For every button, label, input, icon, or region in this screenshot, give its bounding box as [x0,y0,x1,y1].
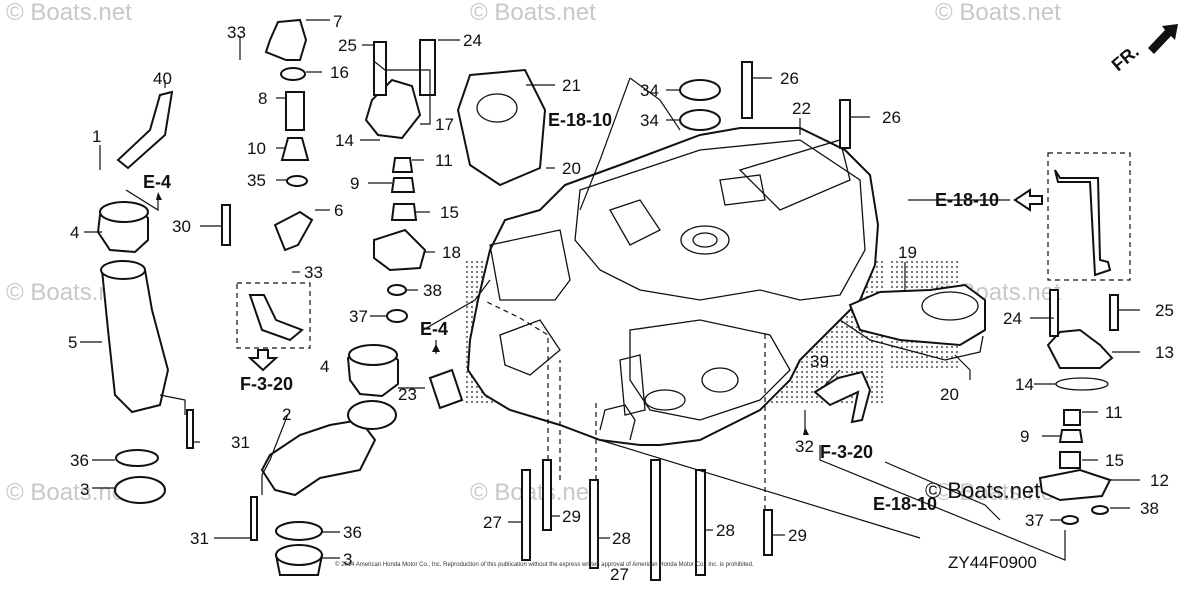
part-number: 31 [190,529,209,548]
part-number: 18 [442,243,461,262]
leader-lines [80,19,1140,561]
watermark: © Boats.net [935,0,1061,26]
part-number: 27 [610,565,629,584]
part-number: 14 [1015,375,1034,394]
part-number: 34 [640,81,659,100]
arrow-up-icon [803,427,809,435]
part-number: 24 [1003,309,1022,328]
part-labels: 1 2 3 3 4 4 5 6 7 8 9 9 10 11 11 12 13 1… [68,12,1174,584]
top-covers [456,61,851,187]
part-number: 13 [1155,343,1174,362]
forward-arrow-icon [1148,24,1178,54]
watermark: © Boats.net [470,479,596,506]
arrow-left-icon [1013,188,1043,212]
part-number: 10 [247,139,266,158]
part-number: 4 [70,223,79,242]
fine-print: © 2014 American Honda Motor Co., Inc. Re… [335,561,754,568]
part-number: 7 [333,12,342,31]
part-number: 29 [788,526,807,545]
part-number: 32 [795,437,814,456]
part-number: 39 [810,352,829,371]
part-number: 36 [70,451,89,470]
part-number: 9 [350,174,359,193]
part-number: 15 [1105,451,1124,470]
arrow-up-icon [156,192,162,200]
part-number: 37 [349,307,368,326]
part-number: 40 [153,69,172,88]
part-number: 34 [640,111,659,130]
part-number: 17 [435,115,454,134]
part-number: 2 [282,405,291,424]
part-number: 11 [435,151,453,170]
bolts [186,204,773,581]
part-number: 6 [334,201,343,220]
part-number: 3 [80,480,89,499]
watermark: © Boats.net [6,479,132,506]
part-number: 24 [463,31,482,50]
part-number: 31 [231,433,250,452]
part-number: 29 [562,507,581,526]
oil-case [466,127,880,446]
part-number: 27 [483,513,502,532]
part-number: 8 [258,89,267,108]
part-number: 30 [172,217,191,236]
part-number: 4 [320,357,329,376]
part-number: 28 [716,521,735,540]
part-number: 22 [792,99,811,118]
part-number: 9 [1020,427,1029,446]
arrow-down-icon [247,349,279,372]
reference-e18-10: E-18-10 [873,494,937,514]
reference-e18-10: E-18-10 [548,110,612,130]
reference-e18-10: E-18-10 [935,190,999,210]
part-number: 26 [882,108,901,127]
copyright-text: © Boats.net [925,478,1040,503]
part-number: 28 [612,529,631,548]
part-number: 25 [1155,301,1174,320]
part-number: 14 [335,131,354,150]
part-number: 33 [227,23,246,42]
part-number: 25 [338,36,357,55]
part-number: 16 [330,63,349,82]
part-number: 20 [562,159,581,178]
part-number: 3 [343,550,352,569]
dashed-guides [236,152,1131,510]
part-number: 35 [247,171,266,190]
part-number: 20 [940,385,959,404]
part-number: 21 [562,76,581,95]
reference-e4: E-4 [420,319,448,339]
center-valve-parts [364,39,436,323]
reference-labels: E-4 E-4 F-3-20 F-3-20 E-18-10 E-18-10 E-… [143,110,999,514]
part-number: 5 [68,333,77,352]
part-number: 19 [898,243,917,262]
part-number: 36 [343,523,362,542]
reference-f3-20: F-3-20 [820,442,873,462]
watermark: © Boats.net [6,0,132,26]
part-number: 26 [780,69,799,88]
left-hoses [96,18,464,576]
reference-e4: E-4 [143,172,171,192]
orientation-label: FR. [1108,41,1143,75]
part-number: 1 [92,127,101,146]
part-number: 38 [1140,499,1159,518]
part-number: 15 [440,203,459,222]
arrow-up-icon [432,344,440,352]
part-number: 23 [398,385,417,404]
part-number: 37 [1025,511,1044,530]
arrows [156,24,1178,435]
reference-f3-20: F-3-20 [240,374,293,394]
watermark: © Boats.net [470,0,596,26]
part-number: 11 [1105,403,1123,422]
part-number: 33 [304,263,323,282]
part-number: 12 [1150,471,1169,490]
diagram-code: ZY44F0900 [948,553,1037,572]
part-number: 38 [423,281,442,300]
